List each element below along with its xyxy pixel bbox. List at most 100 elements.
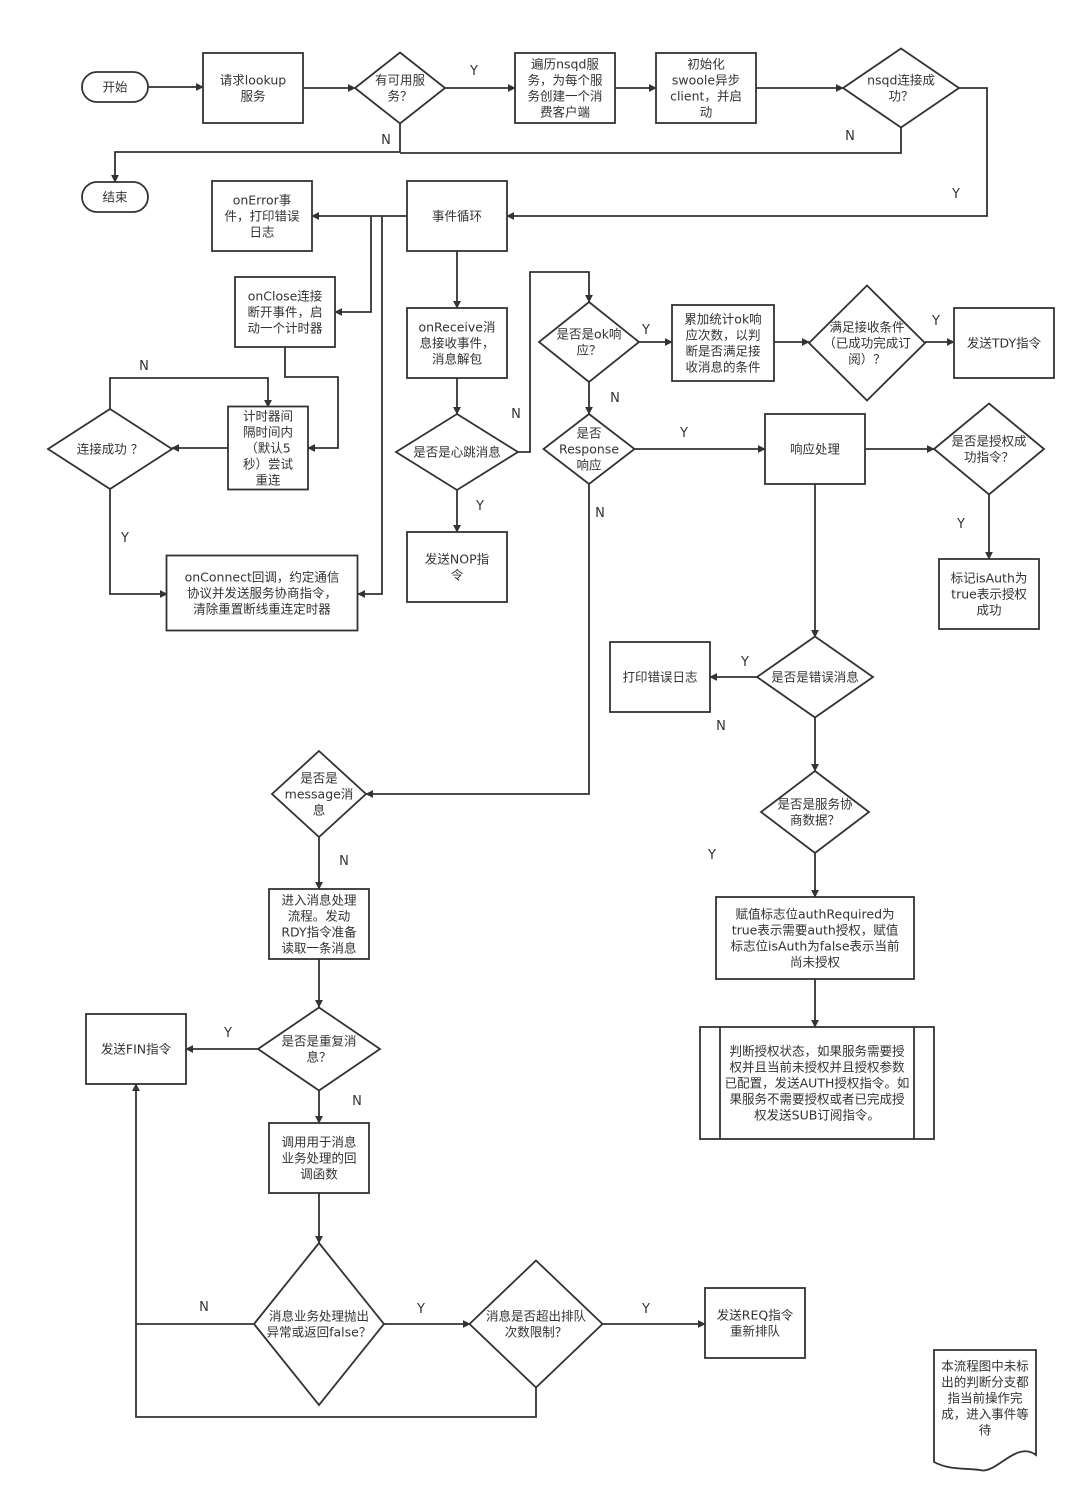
branch-label: N bbox=[716, 719, 726, 734]
node-label: 是否 bbox=[576, 426, 601, 441]
node-label: 发送REQ指令 bbox=[717, 1308, 794, 1323]
branch-label: Y bbox=[931, 314, 940, 329]
connector-arrow bbox=[109, 489, 168, 598]
node-label: 结束 bbox=[102, 190, 128, 205]
branch-label: N bbox=[845, 129, 855, 144]
branch-label: Y bbox=[641, 1302, 650, 1317]
connector-arrow bbox=[109, 377, 272, 409]
branch-label: N bbox=[610, 391, 620, 406]
connector-arrow bbox=[284, 347, 339, 452]
node-label: 标志位isAuth为false表示当前 bbox=[730, 939, 899, 954]
node-label: true表示授权 bbox=[951, 587, 1027, 602]
branch-label: Y bbox=[679, 426, 688, 441]
node-label: true表示需要auth授权，赋值 bbox=[732, 923, 899, 938]
node-label: 次数限制？ bbox=[505, 1325, 568, 1340]
node-label: 遍历nsqd服 bbox=[531, 57, 599, 72]
node-label: 息接收事件， bbox=[419, 336, 494, 351]
branch-label: Y bbox=[469, 64, 478, 79]
node-label: client，并启 bbox=[670, 89, 742, 104]
node-label: onError事 bbox=[233, 193, 292, 208]
node-label: 息？ bbox=[306, 1050, 331, 1065]
connector-arrow bbox=[365, 484, 590, 798]
node-label: 隔时间内 bbox=[243, 425, 293, 440]
node-label: 有可用服 bbox=[375, 73, 426, 88]
node-label: 权发送SUB订阅指令。 bbox=[754, 1108, 880, 1123]
branch-label: Y bbox=[475, 499, 484, 514]
node-label: 务创建一个消 bbox=[527, 89, 602, 104]
connector-arrow bbox=[135, 1324, 537, 1418]
node-end: 结束 bbox=[81, 181, 149, 213]
node-label: 赋值标志位authRequired为 bbox=[735, 907, 894, 922]
branch-label: Y bbox=[956, 517, 965, 532]
branch-label: Y bbox=[951, 187, 960, 202]
node-label: 是否是ok响 bbox=[557, 327, 622, 342]
node-label: （已成功完成订 bbox=[823, 336, 911, 351]
node-label: 应？ bbox=[576, 343, 601, 358]
connectors bbox=[109, 83, 993, 1418]
branch-label: Y bbox=[740, 655, 749, 670]
node-label: 动一个计时器 bbox=[247, 321, 323, 336]
node-label: 件，打印错误 bbox=[224, 209, 300, 224]
node-resp-handle: 响应处理 bbox=[764, 413, 866, 485]
branch-label: N bbox=[339, 854, 349, 869]
node-label: 权并且当前未授权并且授权参数 bbox=[729, 1060, 905, 1075]
node-start: 开始 bbox=[81, 71, 149, 103]
node-label: 重连 bbox=[255, 473, 281, 488]
node-label: 务，为每个服 bbox=[527, 73, 603, 88]
node-label: 发送TDY指令 bbox=[967, 336, 1042, 351]
node-print-err: 打印错误日志 bbox=[609, 641, 711, 713]
node-label: 发送FIN指令 bbox=[101, 1042, 172, 1057]
node-label: 响应处理 bbox=[790, 442, 841, 457]
node-label: 响应 bbox=[576, 458, 601, 473]
node-label: 果服务不需要授权或者已完成授 bbox=[729, 1092, 905, 1107]
node-heartbeat: 是否是心跳消息 bbox=[394, 412, 520, 492]
node-label: 判断授权状态，如果服务需要授 bbox=[729, 1044, 905, 1059]
node-judge: 判断授权状态，如果服务需要授权并且当前未授权并且授权参数已配置，发送AUTH授权… bbox=[699, 1026, 935, 1140]
node-label: 已配置，发送AUTH授权指令。如 bbox=[725, 1076, 910, 1091]
node-label: 连接成功 ？ bbox=[77, 442, 143, 457]
node-label: 进入消息处理 bbox=[281, 893, 357, 908]
node-label: 满足接收条件 bbox=[829, 320, 904, 335]
node-label: 本流程图中未标 bbox=[941, 1359, 1029, 1374]
node-label: 尚未授权 bbox=[790, 955, 841, 970]
node-label: 服务 bbox=[240, 89, 265, 104]
node-label: message消 bbox=[285, 787, 354, 802]
branch-label: N bbox=[139, 359, 149, 374]
node-label: 阅）？ bbox=[848, 352, 886, 367]
branch-label: Y bbox=[223, 1026, 232, 1041]
node-label: 成功 bbox=[976, 603, 1001, 618]
node-label: 务？ bbox=[387, 89, 412, 104]
node-label: 应次数，以判 bbox=[685, 328, 760, 343]
node-label: 清除重置断线重连定时器 bbox=[193, 602, 331, 617]
node-label: Response bbox=[559, 442, 619, 457]
node-label: （默认5 bbox=[245, 441, 290, 456]
connector-arrow bbox=[334, 216, 372, 316]
node-label: 秒）尝试 bbox=[243, 457, 294, 472]
node-eventloop: 事件循环 bbox=[406, 180, 508, 252]
node-label: 累加统计ok响 bbox=[684, 312, 761, 327]
node-label: 是否是 bbox=[300, 771, 338, 786]
node-label: 消息解包 bbox=[432, 352, 482, 367]
branch-label: Y bbox=[707, 848, 716, 863]
node-label: 流程。发动 bbox=[288, 909, 351, 924]
connector-arrow bbox=[132, 1083, 254, 1325]
node-label: 是否是心跳消息 bbox=[413, 445, 501, 460]
node-label: 费客户端 bbox=[540, 105, 590, 120]
branch-label: N bbox=[381, 133, 391, 148]
connector-arrow bbox=[357, 216, 383, 598]
node-label: 令 bbox=[451, 568, 464, 583]
node-label: 功？ bbox=[888, 89, 913, 104]
